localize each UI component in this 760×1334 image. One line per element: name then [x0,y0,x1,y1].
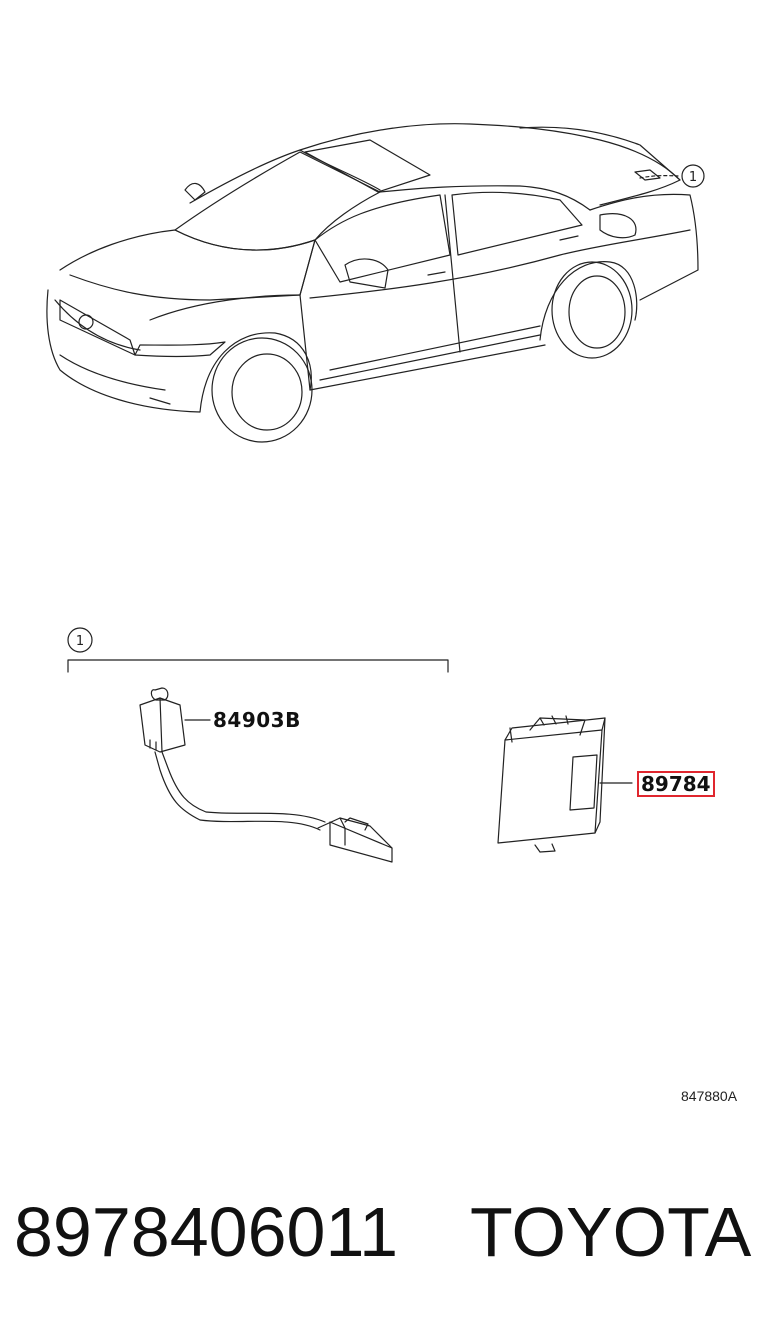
part-label-84903b[interactable]: 84903B [213,708,301,732]
figure-code: 847880A [681,1088,738,1104]
part-label-89784[interactable]: 89784 [637,771,715,797]
parts-diagram: 1 1 [46,123,705,863]
part-number: 8978406011 [14,1193,399,1271]
ref-marker-top: 1 [689,170,697,185]
brand-name: TOYOTA [470,1193,752,1271]
wire-harness-part [139,687,393,863]
group-bracket [67,627,449,673]
ecu-module-part [497,715,633,853]
car-illustration [46,123,705,443]
group-marker: 1 [76,634,84,649]
